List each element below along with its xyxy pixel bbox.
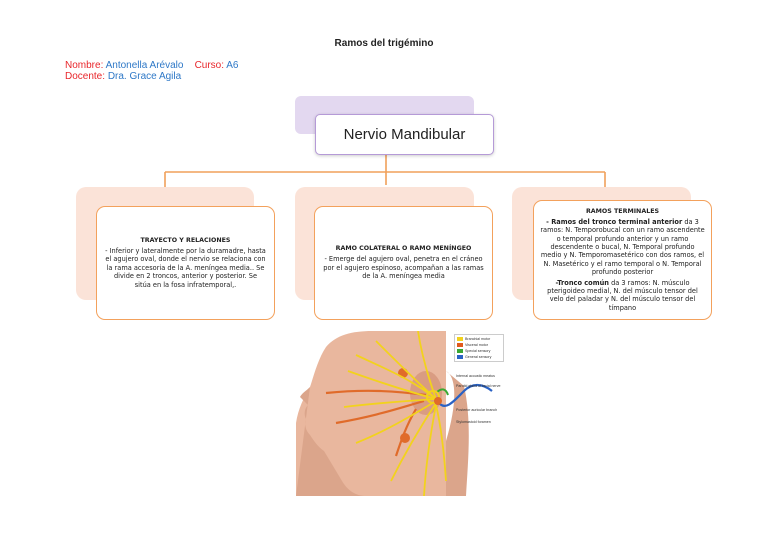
hub-label: Nervio Mandibular [343, 126, 466, 143]
card-text: - Emerge del agujero oval, penetra en el… [323, 255, 484, 281]
card-trayecto: TRAYECTO Y RELACIONES - Inferior y later… [96, 206, 275, 320]
card-heading: RAMO COLATERAL O RAMO MENÍNGEO [335, 245, 472, 253]
card-bold: - Ramos del tronco terminal anterior [546, 217, 683, 226]
anatomy-illustration: Branchial motor Visceral motor Special s… [296, 331, 505, 496]
legend-swatch [457, 337, 463, 341]
card-heading: RAMOS TERMINALES [585, 207, 660, 215]
card-text: - Inferior y lateralmente por la duramad… [105, 246, 266, 289]
card-bold: -Tronco común [555, 278, 609, 287]
legend-item: Visceral motor [457, 342, 501, 348]
hub-box: Nervio Mandibular [315, 114, 494, 155]
card-colateral: RAMO COLATERAL O RAMO MENÍNGEO - Emerge … [314, 206, 493, 320]
card-paragraph-2: -Tronco común da 3 ramos: N. músculo pte… [540, 279, 705, 313]
legend-swatch [457, 349, 463, 353]
curso-label: Curso: [194, 60, 225, 71]
student-line: Nombre: Antonella Arévalo Curso: A6 [65, 60, 238, 71]
nombre-value: Antonella Arévalo [105, 60, 184, 71]
nombre-label: Nombre: [65, 60, 104, 71]
card-text: da 3 ramos: N. Temporobucal con un ramo … [540, 217, 705, 277]
legend-item: Branchial motor [457, 336, 501, 342]
card-heading: TRAYECTO Y RELACIONES [140, 236, 231, 244]
card-text: da 3 ramos: N. músculo pterigoideo media… [547, 278, 698, 312]
blue-nerve [438, 383, 493, 407]
face-profile [296, 387, 366, 496]
docente-value: Dra. Grace Agila [107, 71, 182, 82]
head-nerves-drawing [296, 331, 505, 496]
legend-item: Special sensory [457, 348, 501, 354]
geniculate-node [434, 397, 442, 405]
geniculate-ring [426, 390, 440, 404]
legend-label: Branchial motor [465, 337, 491, 341]
docente-label: Docente: [65, 71, 106, 82]
page-title: Ramos del trigémino [334, 38, 434, 49]
curso-value: A6 [226, 60, 239, 71]
ganglion-2 [400, 433, 410, 443]
figure-legend: Branchial motor Visceral motor Special s… [454, 334, 504, 362]
figure-label: Stylomastoid foramen [456, 420, 491, 424]
card-terminales: RAMOS TERMINALES - Ramos del tronco term… [533, 200, 712, 320]
card-paragraph-1: - Ramos del tronco terminal anterior da … [540, 218, 705, 277]
legend-swatch [457, 355, 463, 359]
neck [446, 371, 469, 496]
legend-swatch [457, 343, 463, 347]
legend-label: General sensory [465, 355, 492, 359]
figure-label: Posterior auricular branch [456, 408, 498, 412]
legend-label: Visceral motor [465, 343, 488, 347]
figure-label: Internal acoustic meatus [456, 374, 495, 378]
figure-label: Parotid gland of facial nerve [456, 384, 501, 388]
legend-item: General sensory [457, 354, 501, 360]
teacher-line: Docente: Dra. Grace Agila [65, 71, 181, 82]
legend-label: Special sensory [465, 349, 491, 353]
